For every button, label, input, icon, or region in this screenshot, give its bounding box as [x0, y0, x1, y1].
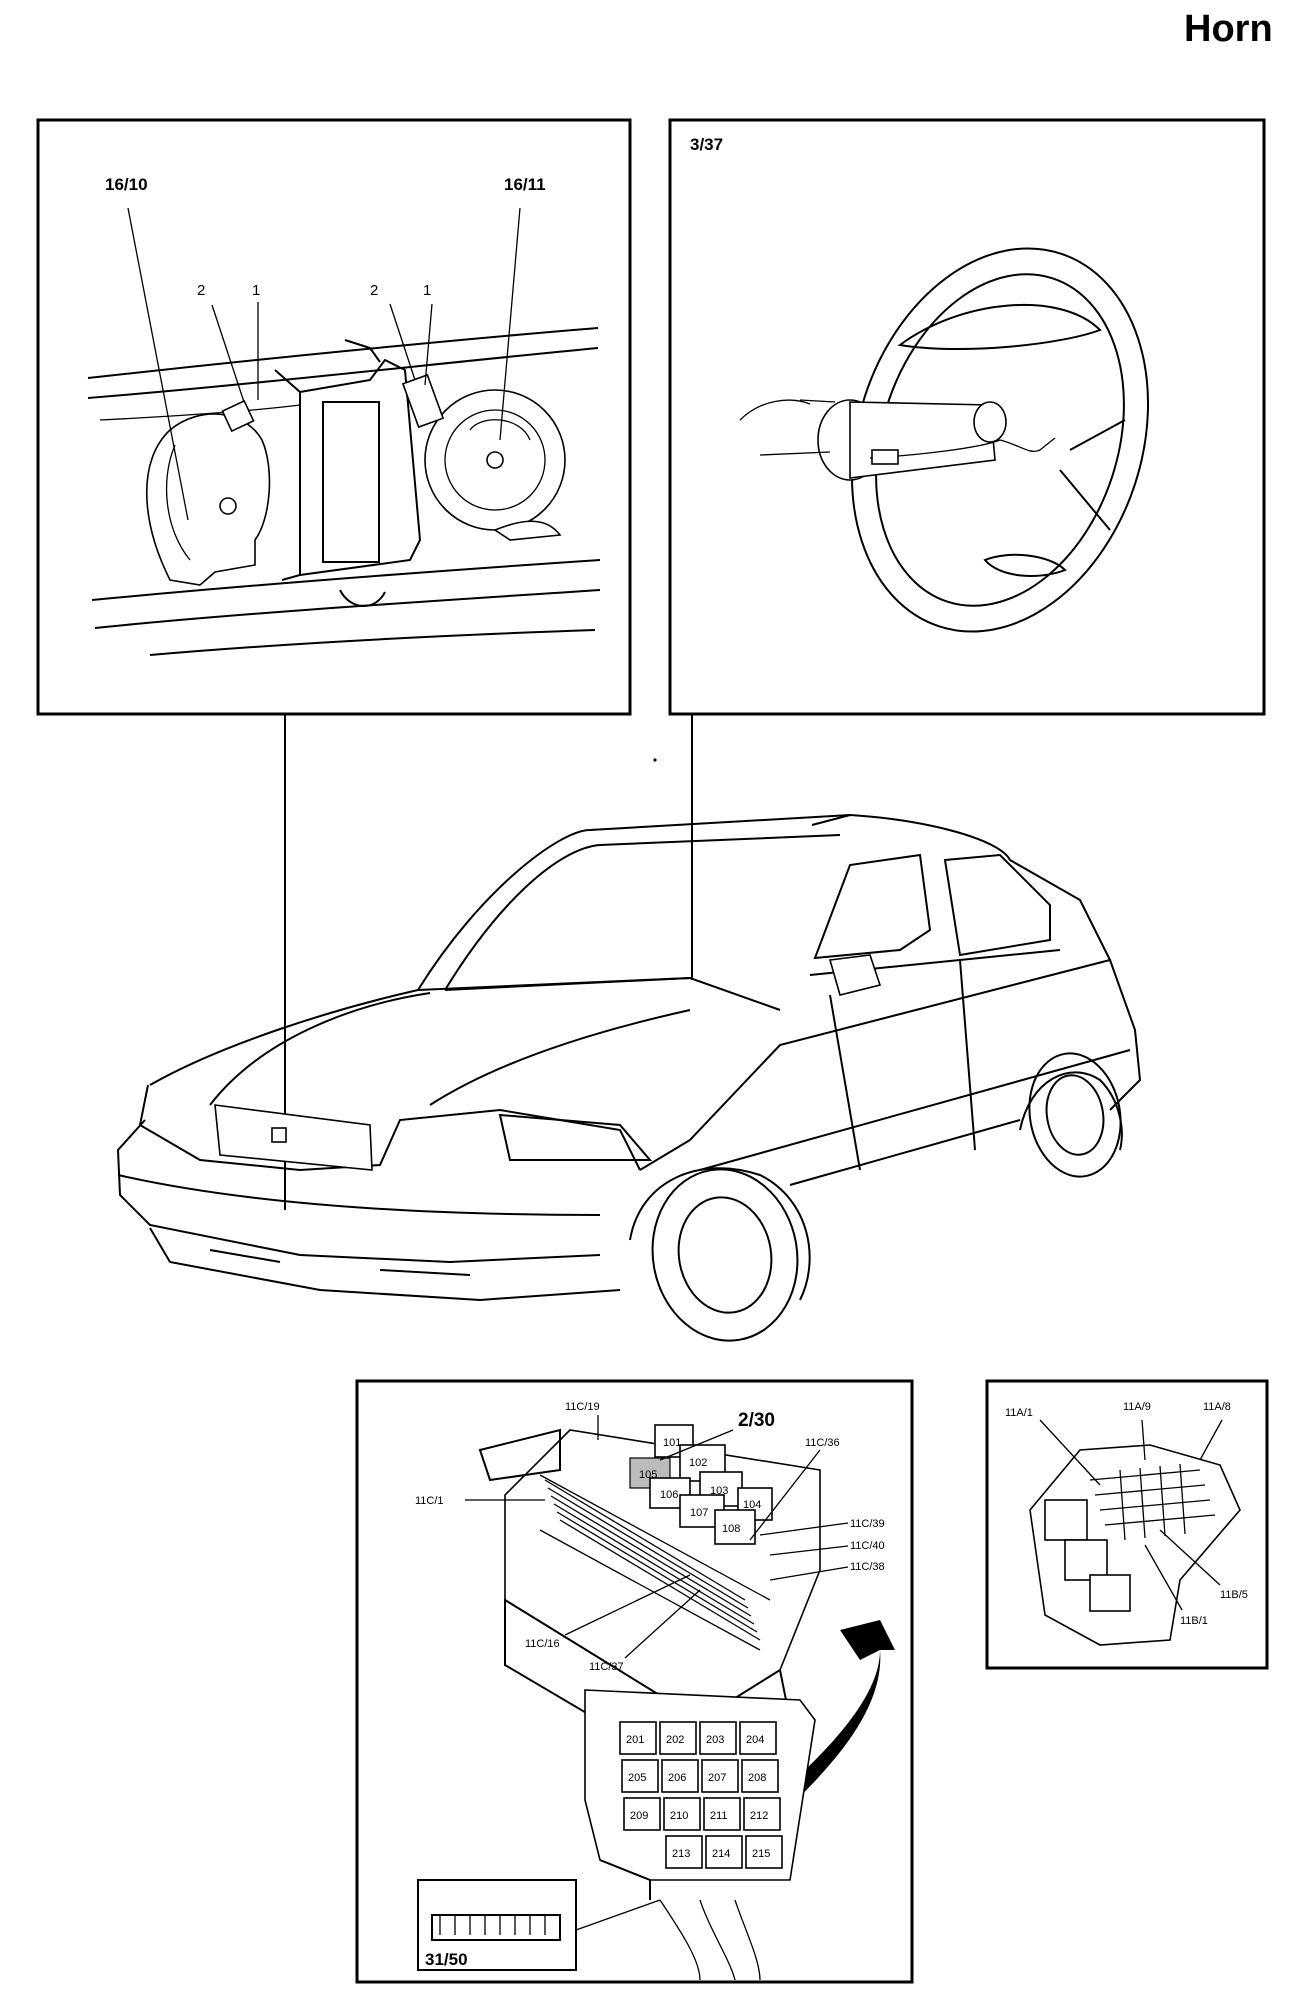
callout-11a-8: 11A/8: [1203, 1401, 1231, 1413]
callout-11a-1: 11A/1: [1005, 1407, 1033, 1419]
fusebox-panel-frame: [355, 1379, 914, 1984]
fuse-rows: [544, 1479, 761, 1641]
relay-205: 205: [628, 1772, 646, 1784]
callout-11b-1: 11B/1: [1180, 1615, 1208, 1627]
page-title: Horn: [1184, 8, 1273, 50]
relay-104: 104: [743, 1499, 761, 1511]
left-horn-terminal-1: 1: [252, 282, 260, 299]
relay-106: 106: [660, 1489, 678, 1501]
relay-101: 101: [663, 1437, 681, 1449]
relays-top: 101 102 105 106 103 107 104 108: [629, 1424, 773, 1545]
relay-204: 204: [746, 1734, 764, 1746]
fusebox-title: 2/30: [738, 1410, 775, 1431]
callout-11c-39: 11C/39: [850, 1518, 885, 1530]
relay-212: 212: [750, 1810, 768, 1822]
callout-11c-19: 11C/19: [565, 1401, 600, 1413]
callout-11c-16: 11C/16: [525, 1638, 560, 1650]
relay-slot: [663, 1797, 701, 1831]
relay-206: 206: [668, 1772, 686, 1784]
callout-11c-36: 11C/36: [805, 1437, 840, 1449]
relay-207: 207: [708, 1772, 726, 1784]
steering-wheel: [739, 247, 1150, 633]
steering-panel-frame: [668, 118, 1266, 716]
relay-slot: [621, 1759, 659, 1793]
callout-11c-40: 11C/40: [850, 1540, 885, 1552]
relay-214: 214: [712, 1848, 730, 1860]
relay-slot: [701, 1759, 739, 1793]
relay-slot: [659, 1721, 697, 1755]
right-horn-label: 16/11: [504, 175, 546, 194]
relay-slot: [743, 1797, 781, 1831]
callout-11a-9: 11A/9: [1123, 1401, 1151, 1413]
relay-103: 103: [710, 1485, 728, 1497]
relay-slot: [661, 1759, 699, 1793]
fusebox-panel: 101 102 105 106 103 107 104 108 11C/19 2…: [355, 1379, 914, 1984]
relay-215: 215: [752, 1848, 770, 1860]
relay-slot: [741, 1759, 779, 1793]
relay-slot: [739, 1721, 777, 1755]
relay-102: 102: [689, 1457, 707, 1469]
relay-slot: [699, 1721, 737, 1755]
relay-210: 210: [670, 1810, 688, 1822]
relay-213: 213: [672, 1848, 690, 1860]
relays-bottom: 201 202 203 204 205 206 207 208 209 210 211 212 213 2…: [619, 1721, 783, 1869]
relay-108: 108: [722, 1523, 740, 1535]
steering-panel: 3/37: [668, 118, 1266, 716]
relay-slot: [665, 1835, 703, 1869]
right-horn-terminal-2: 2: [370, 282, 378, 299]
horns-panel-frame: [36, 118, 632, 716]
relay-slot: [623, 1797, 661, 1831]
steering-panel-label: 3/37: [690, 135, 723, 154]
relay-slot: [705, 1835, 743, 1869]
left-horn-label: 16/10: [105, 175, 148, 194]
car-illustration: [116, 813, 1142, 1342]
relay-slot: [703, 1797, 741, 1831]
callout-11c-38: 11C/38: [850, 1561, 885, 1573]
relay-107: 107: [690, 1507, 708, 1519]
right-horn: [401, 373, 566, 541]
callout-11b-5: 11B/5: [1220, 1589, 1248, 1601]
left-horn: [145, 399, 271, 586]
callout-11c-37: 11C/37: [589, 1661, 624, 1673]
relay-panel-frame: [985, 1379, 1269, 1670]
relay-panel: 11A/1 11A/9 11A/8 11B/5 11B/1: [985, 1379, 1269, 1670]
relay-209: 209: [630, 1810, 648, 1822]
relay-211: 211: [710, 1810, 728, 1822]
relay-slot: [619, 1721, 657, 1755]
left-horn-terminal-2: 2: [197, 282, 205, 299]
right-horn-terminal-1: 1: [423, 282, 431, 299]
relay-105: 105: [639, 1469, 657, 1481]
horns-panel: 16/10 16/11 2 1 2 1: [36, 118, 632, 716]
callout-11c-1: 11C/1: [415, 1495, 444, 1507]
connector-31-50: 31/50: [425, 1950, 468, 1969]
relay-201: 201: [626, 1734, 644, 1746]
relay-208: 208: [748, 1772, 766, 1784]
relay-slot: [745, 1835, 783, 1869]
relay-202: 202: [666, 1734, 684, 1746]
relay-203: 203: [706, 1734, 724, 1746]
